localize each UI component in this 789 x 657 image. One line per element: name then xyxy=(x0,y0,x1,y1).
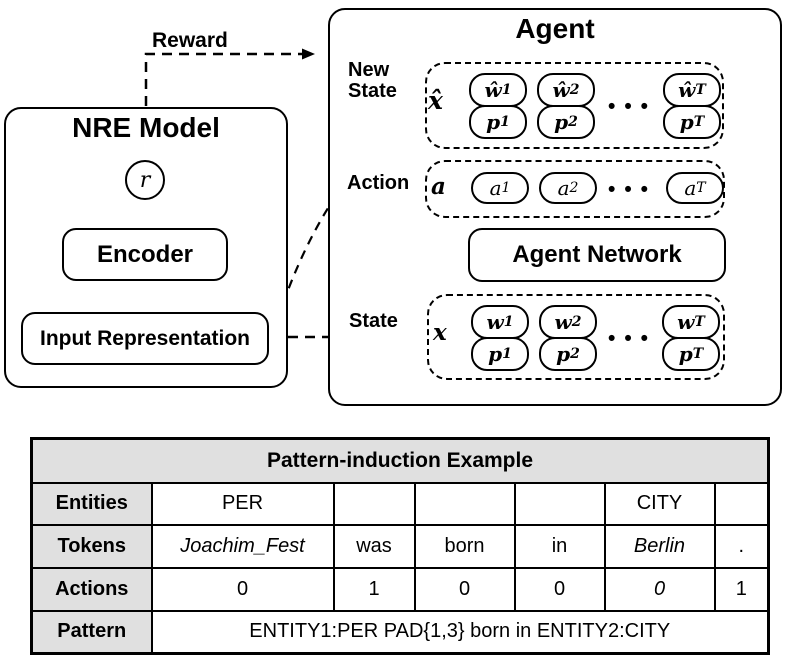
new-state-symbol: x̂ xyxy=(428,86,443,115)
tokens-cell: born xyxy=(413,523,516,569)
pattern-cell: ENTITY1:PER PAD{1,3} born in ENTITY2:CIT… xyxy=(150,609,770,655)
actions-cell: 1 xyxy=(713,566,770,612)
reward-symbol: r xyxy=(139,167,151,193)
encoder-label: Encoder xyxy=(96,240,194,268)
agent-network-box: Agent Network xyxy=(468,228,726,282)
reward-symbol-circle: r xyxy=(125,160,165,200)
entities-cell xyxy=(713,481,770,526)
state-container xyxy=(427,294,725,380)
table-row-pattern: Pattern ENTITY1:PER PAD{1,3} born in ENT… xyxy=(30,609,770,655)
agent-network-label: Agent Network xyxy=(512,241,682,268)
state-ellipsis: ••• xyxy=(607,327,658,350)
state-symbol: x xyxy=(433,319,447,346)
pattern-induction-table: Pattern-induction Example Entities PER C… xyxy=(30,437,770,655)
row-label-pattern: Pattern xyxy=(30,609,153,655)
actions-cell: 0 xyxy=(513,566,606,612)
table-title: Pattern-induction Example xyxy=(30,437,770,484)
entities-cell xyxy=(332,481,416,526)
action-container xyxy=(425,160,725,218)
tokens-cell: in xyxy=(513,523,606,569)
actions-cell: 1 xyxy=(332,566,416,612)
tokens-cell: was xyxy=(332,523,416,569)
action-label: Action xyxy=(347,172,410,194)
tokens-cell: Berlin xyxy=(603,523,716,569)
entities-cell: PER xyxy=(150,481,335,526)
actions-cell: 0 xyxy=(150,566,335,612)
state-label: State xyxy=(349,310,398,332)
nre-model-title: NRE Model xyxy=(72,112,220,143)
action-symbol: a xyxy=(431,173,446,200)
table-row-actions: Actions 0 1 0 0 0 1 xyxy=(30,566,770,612)
new-state-container xyxy=(425,62,724,149)
reward-label: Reward xyxy=(152,29,228,52)
input-representation-box: Input Representation xyxy=(21,312,269,365)
actions-cell: 0 xyxy=(603,566,716,612)
tokens-cell: Joachim_Fest xyxy=(150,523,335,569)
table-row-entities: Entities PER CITY xyxy=(30,481,770,526)
entities-cell: CITY xyxy=(603,481,716,526)
input-representation-label: Input Representation xyxy=(39,326,250,350)
new-state-label: New State xyxy=(348,59,397,102)
tokens-cell: . xyxy=(713,523,770,569)
row-label-entities: Entities xyxy=(30,481,153,526)
agent-title: Agent xyxy=(515,13,595,44)
reward-arrow xyxy=(144,48,315,106)
entities-cell xyxy=(413,481,516,526)
table-row-tokens: Tokens Joachim_Fest was born in Berlin . xyxy=(30,523,770,569)
row-label-tokens: Tokens xyxy=(30,523,153,569)
new-state-ellipsis: ••• xyxy=(607,95,658,118)
action-ellipsis: ••• xyxy=(607,178,658,201)
actions-cell: 0 xyxy=(413,566,516,612)
encoder-box: Encoder xyxy=(62,228,228,281)
row-label-actions: Actions xyxy=(30,566,153,612)
entities-cell xyxy=(513,481,606,526)
